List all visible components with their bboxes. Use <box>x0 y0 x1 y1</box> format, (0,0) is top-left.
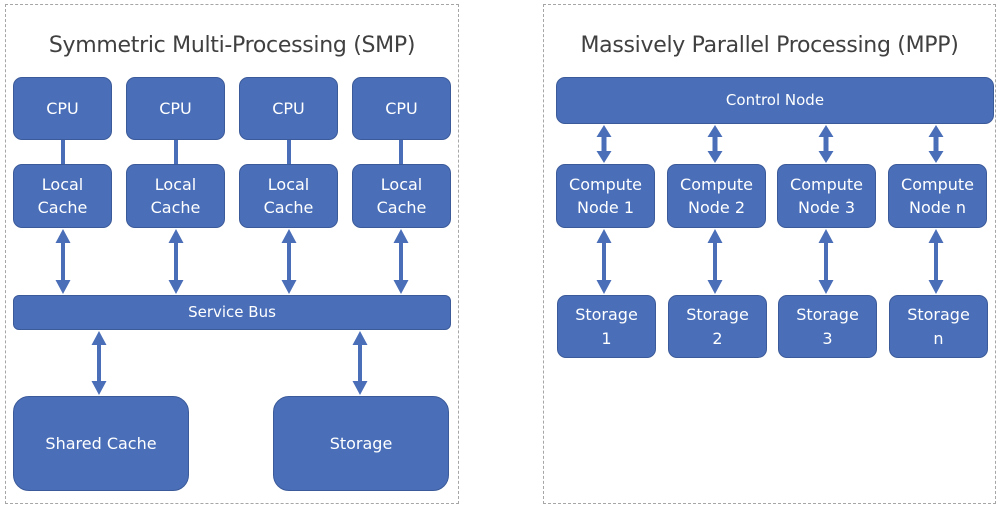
smp-title: Symmetric Multi-Processing (SMP) <box>48 33 416 58</box>
mpp-storage-2: Storage 2 <box>668 295 767 358</box>
cache-label: Local <box>380 174 423 194</box>
service-bus: Service Bus <box>13 295 451 330</box>
control-node: Control Node <box>556 77 994 124</box>
shared-cache-box: Shared Cache <box>13 396 189 491</box>
mpp-panel: Massively Parallel Processing (MPP) <box>543 4 996 504</box>
mpp-title: Massively Parallel Processing (MPP) <box>580 33 959 58</box>
control-node-label: Control Node <box>725 90 825 109</box>
shared-cache-label: Shared Cache <box>45 433 157 453</box>
cpu-label: CPU <box>46 98 79 118</box>
storage-label: 2 <box>712 328 723 348</box>
cpu-box-2: CPU <box>126 77 225 140</box>
compute-label: Compute <box>569 174 642 194</box>
storage-label: n <box>933 328 944 348</box>
storage-label: Storage <box>907 305 970 325</box>
cpu-box-3: CPU <box>239 77 338 140</box>
smp-storage-label: Storage <box>329 433 393 453</box>
storage-label: Storage <box>796 305 859 325</box>
cache-label: Cache <box>376 198 427 217</box>
cache-label: Cache <box>263 198 314 217</box>
mpp-storage-3: Storage 3 <box>778 295 877 358</box>
compute-label: Node 1 <box>576 198 635 217</box>
cache-label: Cache <box>150 198 201 217</box>
service-bus-label: Service Bus <box>188 302 276 321</box>
compute-label: Node 2 <box>687 198 746 217</box>
compute-label: Compute <box>790 174 863 194</box>
cache-label: Local <box>154 174 197 194</box>
smp-storage-box: Storage <box>273 396 449 491</box>
smp-panel: Symmetric Multi-Processing (SMP) <box>5 4 459 504</box>
cpu-label: CPU <box>272 98 305 118</box>
cache-label: Local <box>41 174 84 194</box>
storage-label: Storage <box>575 305 638 325</box>
compute-label: Node n <box>909 198 966 217</box>
mpp-storage-n: Storage n <box>889 295 988 358</box>
cpu-label: CPU <box>159 98 192 118</box>
mpp-storage-1: Storage 1 <box>557 295 656 358</box>
compute-label: Compute <box>680 174 753 194</box>
storage-label: Storage <box>686 305 749 325</box>
compute-label: Node 3 <box>797 198 856 217</box>
cpu-box-1: CPU <box>13 77 112 140</box>
cache-label: Cache <box>37 198 88 217</box>
storage-label: 1 <box>601 328 612 348</box>
cpu-box-4: CPU <box>352 77 451 140</box>
cache-label: Local <box>267 174 310 194</box>
storage-label: 3 <box>822 328 833 348</box>
compute-label: Compute <box>901 174 974 194</box>
cpu-label: CPU <box>385 98 418 118</box>
